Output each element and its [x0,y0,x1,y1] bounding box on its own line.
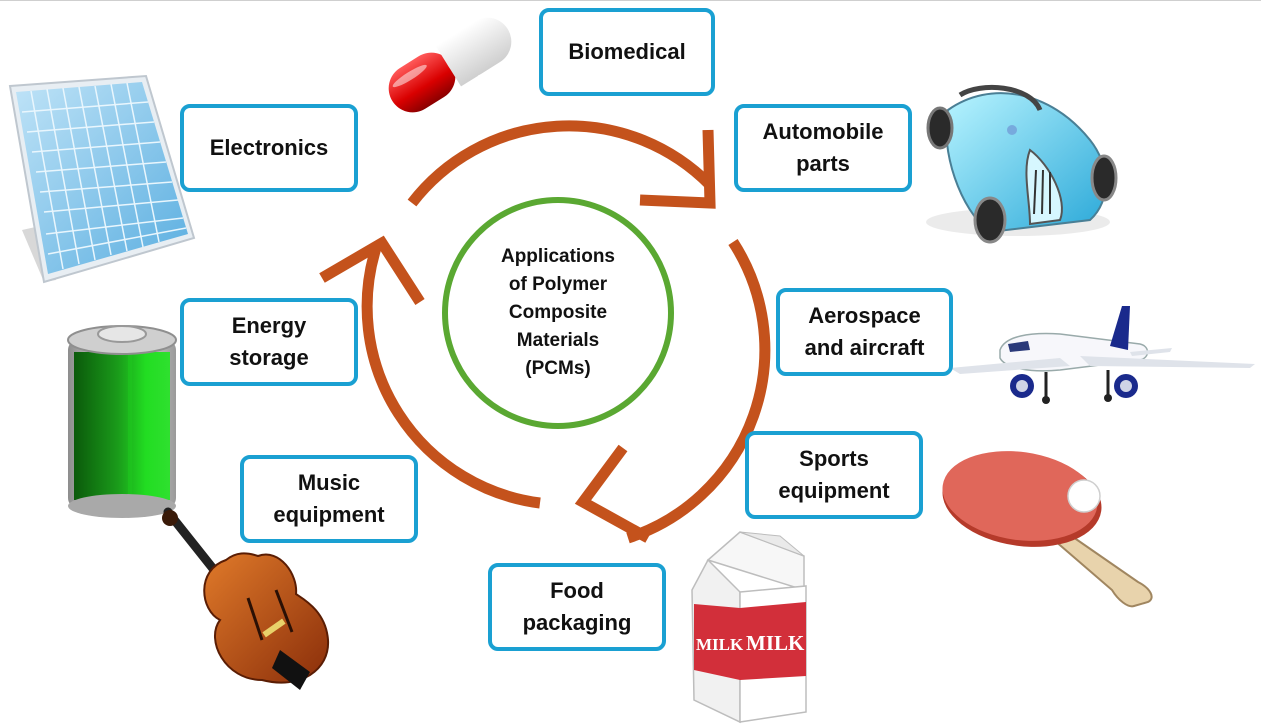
airplane-icon [950,306,1255,404]
race-car-icon [926,84,1118,244]
application-label: Sports equipment [778,446,890,503]
cycle-arrow-left-head [319,235,425,305]
top-border-line [0,0,1261,1]
solar-panel-icon [8,74,196,284]
violin-icon [162,507,330,690]
application-label: Food packaging [522,578,632,635]
capsule-icon [388,17,512,113]
application-box-aerospace: Aerospace and aircraft [776,288,953,376]
milk-carton-icon: MILK MILK [691,531,807,724]
application-label: Biomedical [568,39,686,64]
cycle-arrow-top-head [639,129,716,209]
center-ring [442,197,674,429]
application-label: Automobile parts [762,119,884,176]
milk-label-right: MILK [746,631,805,655]
milk-label-left: MILK [696,635,744,654]
application-box-automobile: Automobile parts [734,104,912,192]
application-box-sports: Sports equipment [745,431,923,519]
application-label: Music equipment [273,470,385,527]
cycle-arrow-top [407,120,714,207]
application-label: Energy storage [229,313,309,370]
application-box-biomedical: Biomedical [539,8,715,96]
cycle-arrow-right-head [574,444,651,543]
application-box-food: Food packaging [488,563,666,651]
battery-icon [67,325,177,518]
cycle-arrow-right [626,239,771,544]
application-box-music: Music equipment [240,455,418,543]
application-box-energy: Energy storage [180,298,358,386]
cycle-arrow-left [361,246,541,509]
application-label: Aerospace and aircraft [804,303,925,360]
application-box-electronics: Electronics [180,104,358,192]
cycle-arrows [319,120,771,544]
application-label: Electronics [209,135,329,160]
ping-pong-paddle-icon [942,451,1153,608]
center-title: Applications of Polymer Composite Materi… [500,246,615,379]
